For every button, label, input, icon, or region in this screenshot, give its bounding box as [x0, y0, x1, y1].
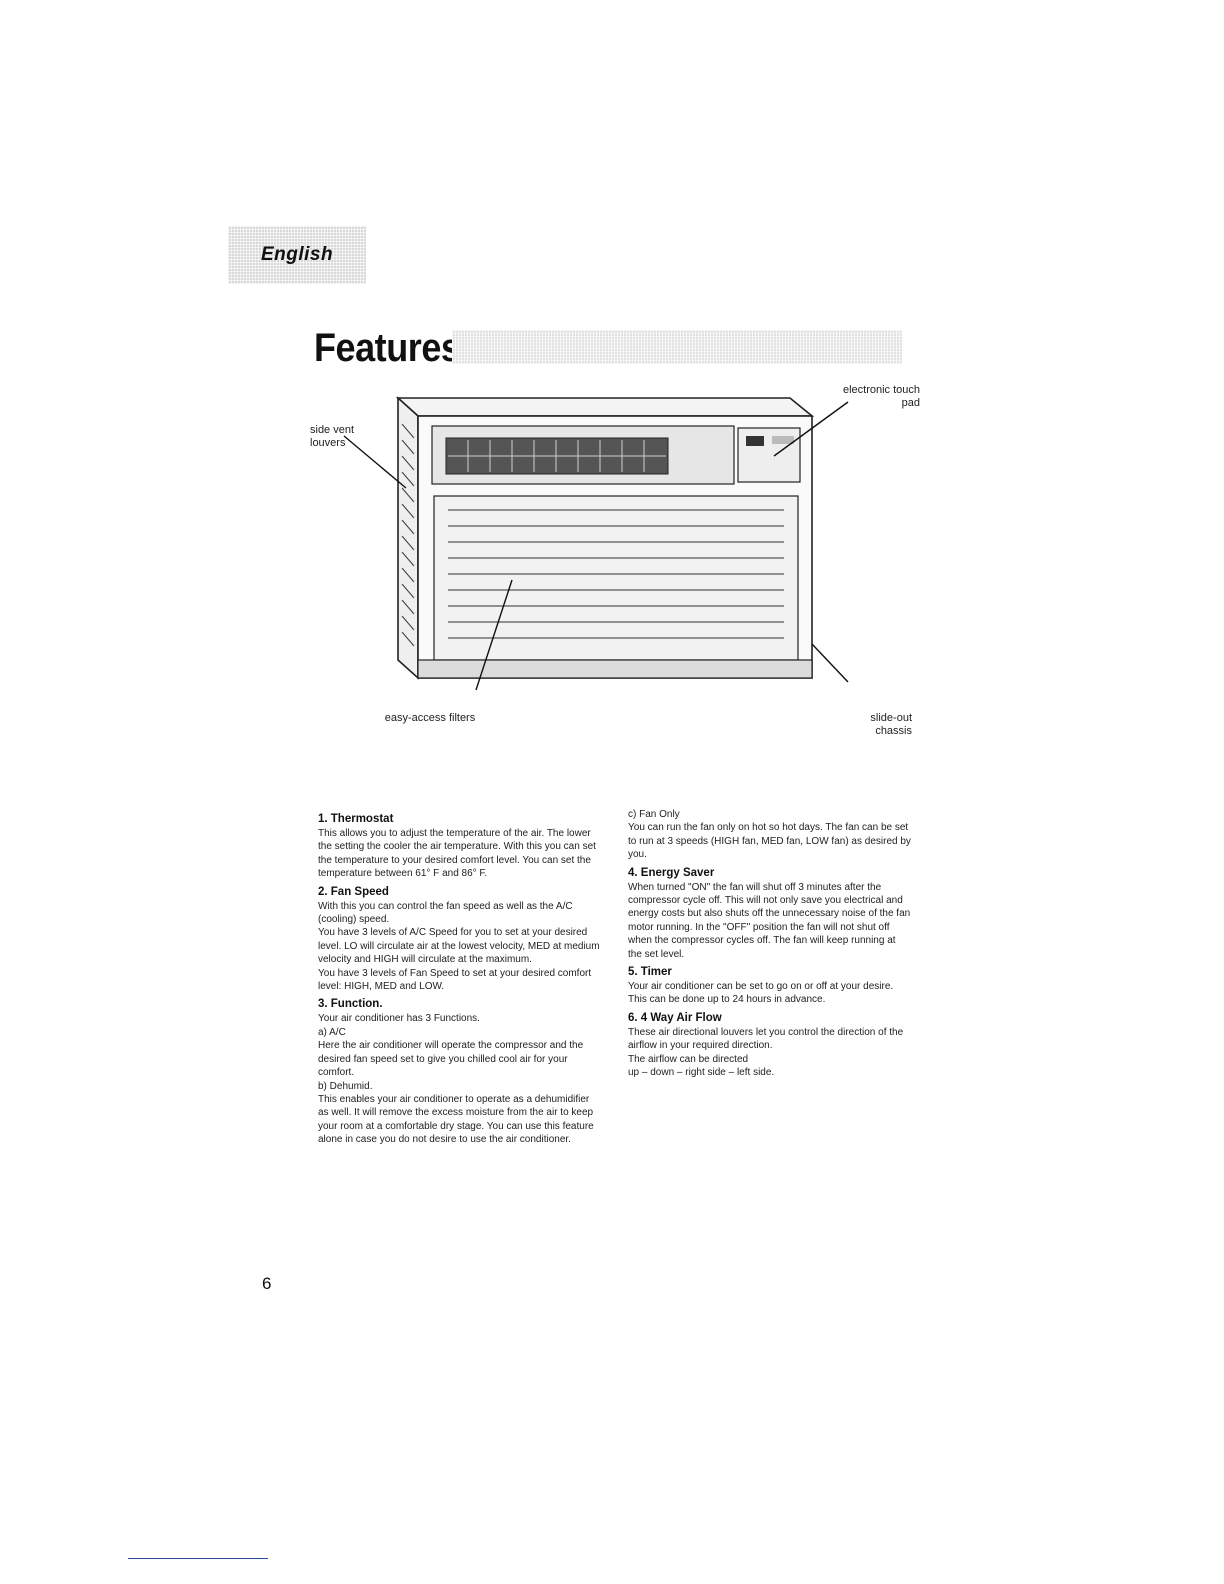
right-column: c) Fan Only You can run the fan only on … [628, 808, 912, 1147]
function-text-2: a) A/C [318, 1026, 346, 1038]
air-flow-text-1: These air directional louvers let you co… [628, 1026, 904, 1052]
energy-saver-text: When turned "ON" the fan will shut off 3… [628, 881, 911, 960]
section-heading-thermostat: 1. Thermostat [318, 813, 394, 825]
side-louvers [401, 423, 415, 647]
function-text-3: Here the air conditioner will operate th… [318, 1040, 584, 1079]
left-column: 1. Thermostat This allows you to adjust … [318, 808, 602, 1147]
function-text-6: c) Fan Only [628, 809, 680, 820]
section-heading-function: 3. Function. [318, 998, 383, 1011]
air-flow-text-3: up – down – right side – left side. [628, 1067, 775, 1079]
timer-text: Your air conditioner can be set to go on… [628, 981, 894, 1006]
section-heading-air-flow: 6. 4 Way Air Flow [628, 1011, 722, 1024]
language-tab-label: English [260, 244, 334, 265]
thermostat-text: This allows you to adjust the temperatur… [318, 828, 596, 880]
section-heading-timer: 5. Timer [628, 966, 672, 979]
section-heading-energy-saver: 4. Energy Saver [628, 866, 715, 879]
function-text-5: This enables your air conditioner to ope… [318, 1093, 594, 1146]
air-flow-text-2: The airflow can be directed [628, 1053, 749, 1065]
callout-slide-out-chassis: slide-out chassis [870, 712, 912, 737]
fan-speed-text-1: With this you can control the fan speed … [318, 900, 573, 926]
air-conditioner-diagram [343, 396, 849, 691]
function-text-7: You can run the fan only on hot so hot d… [628, 822, 911, 861]
section-heading-fan-speed: 2. Fan Speed [318, 885, 389, 898]
footer-rule [128, 1558, 268, 1559]
page-title: Features [314, 326, 461, 370]
callout-easy-access-filters: easy-access filters [384, 712, 476, 724]
page-number: 6 [262, 1274, 272, 1293]
fan-speed-text-3: You have 3 levels of Fan Speed to set at… [318, 967, 592, 993]
feature-descriptions: 1. Thermostat This allows you to adjust … [318, 808, 912, 1147]
callout-electronic-touch-pad: electronic touch pad [842, 384, 920, 409]
function-text-4: b) Dehumid. [318, 1080, 373, 1092]
fan-speed-text-2: You have 3 levels of A/C Speed for you t… [318, 927, 600, 966]
callout-side-vent-louvers: side vent louvers [310, 424, 355, 449]
upper-vent-slats [448, 440, 666, 472]
language-tab: English [228, 226, 366, 284]
function-text-1: Your air conditioner has 3 Functions. [318, 1013, 480, 1025]
title-rule [452, 330, 902, 364]
ac-unit-illustration [395, 396, 815, 680]
callout-leaders [343, 401, 849, 691]
